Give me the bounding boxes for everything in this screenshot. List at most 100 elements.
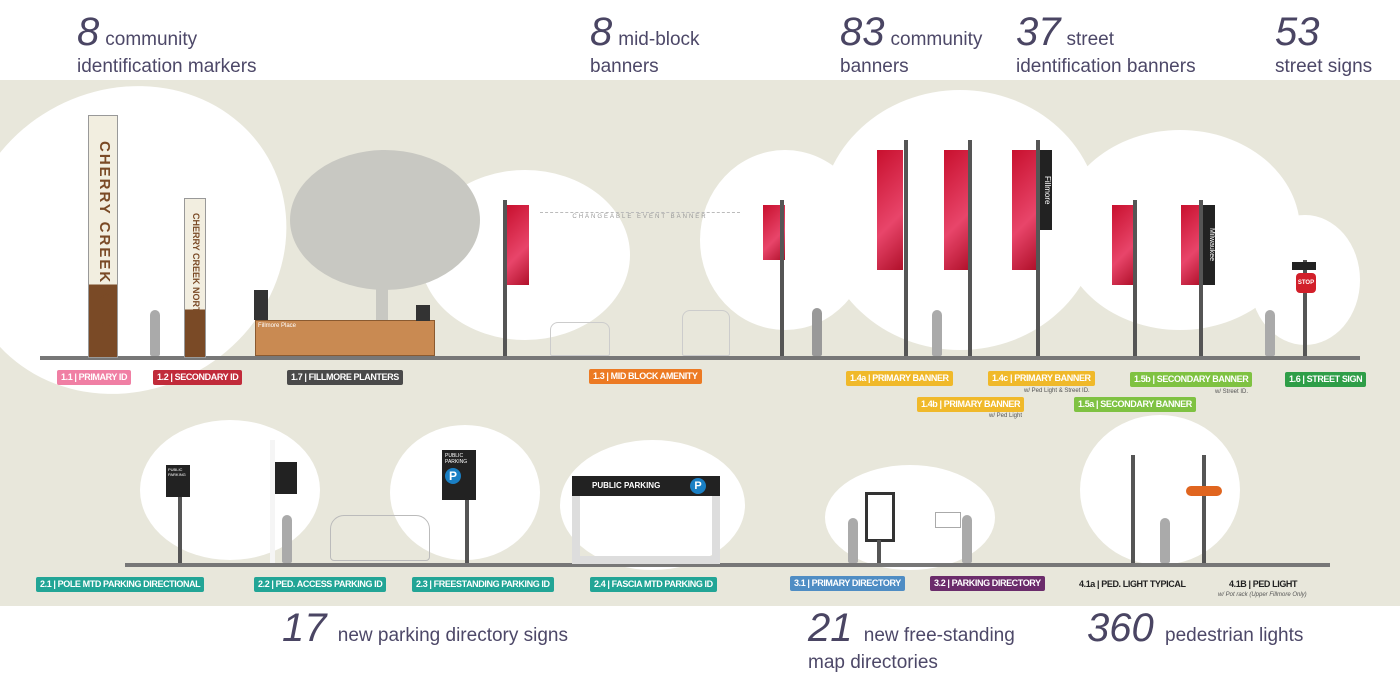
stat-text: new free-standing [863,625,1015,646]
person-silhouette [932,310,942,356]
freestanding-parking-sign: PUBLIC PARKING P [442,450,476,500]
label-fillmore-planters: 1.7 | FILLMORE PLANTERS [287,370,403,385]
label-freestanding-parking: 2.3 | FREESTANDING PARKING ID [412,577,554,592]
stat-number: 360 [1087,606,1154,650]
kiosk-base [877,540,881,563]
stat-parking-signs: 17 new parking directory signs [282,608,568,649]
parking-directory-sign [935,512,961,528]
street-name-sign [1292,262,1316,270]
stat-text: banners [840,56,909,77]
stat-text: mid-block [618,29,700,50]
parking-text: PUBLIC PARKING [445,453,468,465]
label-mid-block-amenity: 1.3 | MID BLOCK AMENITY [589,369,702,384]
car-outline [682,310,730,356]
label-primary-banner-b: 1.4b | PRIMARY BANNER [917,397,1025,412]
label-primary-directory: 3.1 | PRIMARY DIRECTORY [790,576,905,591]
stat-text: community [890,29,983,50]
parking-p-icon: P [445,468,461,484]
stat-number: 21 [808,606,853,650]
street-id-banner: Fillmore [1040,150,1052,230]
marker-text: CHERRY CREEK NORTH [191,213,201,320]
stat-text: identification banners [1016,56,1196,77]
stat-text: new parking directory signs [337,625,568,646]
car-outline [550,322,610,356]
stat-pedestrian-lights: 360 pedestrian lights [1087,608,1303,649]
banner-pole [904,140,908,356]
primary-id-marker: CHERRY CREEK NORTH [88,115,118,358]
stat-number: 8 [590,10,613,54]
label-fascia-parking: 2.4 | FASCIA MTD PARKING ID [590,577,717,592]
label-ped-light: 4.1B | PED LIGHT [1229,579,1298,589]
stat-text: map directories [808,652,938,673]
label-note: w/ Street ID. [1215,389,1249,395]
stat-number: 8 [77,10,100,54]
ground-line [125,563,1330,567]
person-silhouette [150,310,160,356]
stop-sign: STOP [1296,273,1316,293]
label-secondary-id: 1.2 | SECONDARY ID [153,370,243,385]
person-silhouette [848,518,858,563]
label-parking-directory: 3.2 | PARKING DIRECTORY [930,576,1045,591]
primary-banner [944,150,970,270]
primary-directory-kiosk [865,492,895,542]
banner-pole [780,200,784,356]
secondary-banner [1112,205,1134,285]
label-note: w/ Pot rack (Upper Fillmore Only) [1218,592,1307,598]
ped-parking-sign [275,462,297,494]
planter-text: Fillmore Place [258,323,297,329]
stat-number: 83 [840,10,885,54]
label-ped-access-parking: 2.2 | PED. ACCESS PARKING ID [254,577,387,592]
ped-light-pole [1131,455,1135,563]
street-sign-pole [1303,260,1307,356]
person-silhouette [962,515,972,563]
planter-post [416,305,430,321]
label-street-sign: 1.6 | STREET SIGN [1285,372,1367,387]
person-silhouette [1160,518,1170,563]
label-primary-banner-a: 1.4a | PRIMARY BANNER [846,371,953,386]
label-primary-id: 1.1 | PRIMARY ID [57,370,132,385]
person-silhouette [282,515,292,563]
street-id-banner: Milwaukee [1203,205,1215,285]
primary-banner [877,150,903,270]
label-note: w/ Ped Light & Street ID. [1024,388,1090,394]
parking-sign-pole [178,465,182,563]
banner-pole [1133,200,1137,356]
person-silhouette [1265,310,1275,356]
stat-text: identification markers [77,56,257,77]
label-note: w/ Ped Light [989,413,1023,419]
label-ped-light-typical: 4.1a | PED. LIGHT TYPICAL [1079,579,1186,589]
midblock-banner [763,205,785,260]
stat-text: street [1066,29,1115,50]
banner-pole [1036,140,1040,356]
midblock-banner [507,205,529,285]
stat-number: 17 [282,606,327,650]
label-secondary-banner-a: 1.5a | SECONDARY BANNER [1074,397,1196,412]
wall [270,440,275,563]
stat-map-directories: 21 new free-standing map directories [808,608,1015,676]
pot-rack [1186,486,1222,496]
stat-text: community [105,29,198,50]
secondary-banner [1181,205,1201,285]
label-secondary-banner-b: 1.5b | SECONDARY BANNER [1130,372,1253,387]
label-pole-parking-directional: 2.1 | POLE MTD PARKING DIRECTIONAL [36,577,205,592]
person-silhouette [812,308,822,356]
fillmore-planter: Fillmore Place [255,320,435,356]
banner-pole [968,140,972,356]
marker-text: CHERRY CREEK NORTH [96,141,113,354]
primary-banner [1012,150,1036,270]
parking-sign-pole [465,490,469,563]
car-outline [330,515,430,561]
stat-text: pedestrian lights [1165,625,1304,646]
label-primary-banner-c: 1.4c | PRIMARY BANNER [988,371,1095,386]
event-banner-note: CHANGEABLE EVENT BANNER [540,212,740,220]
parking-text: PUBLIC PARKING [592,481,661,490]
tree-trunk [376,270,388,330]
stat-text: street signs [1275,56,1373,77]
stat-text: banners [590,56,659,77]
stat-number: 53 [1275,10,1320,54]
pole-parking-sign: PUBLIC PARKING [166,465,190,497]
